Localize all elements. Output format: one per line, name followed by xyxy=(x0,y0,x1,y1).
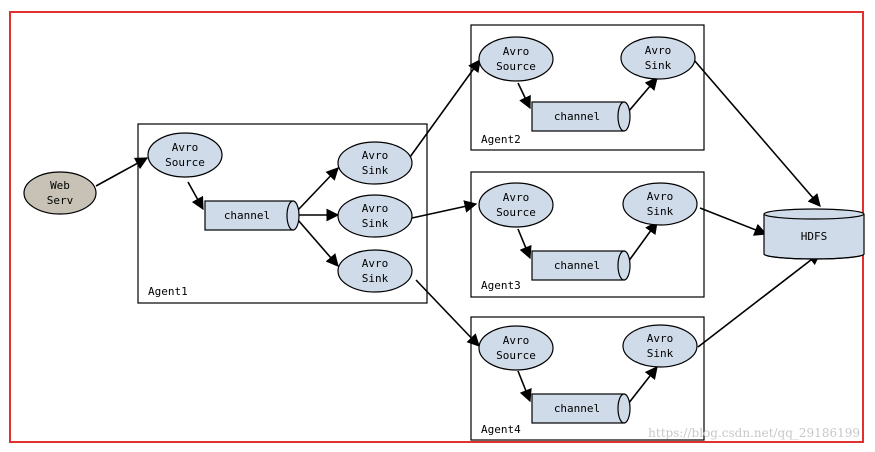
agent3-channel-node: channel xyxy=(531,250,631,281)
agent4-channel-label: channel xyxy=(554,402,600,415)
agent3-sink-line1: Avro xyxy=(647,190,674,203)
agent4-source-line1: Avro xyxy=(503,334,530,347)
hdfs-label: HDFS xyxy=(801,230,828,243)
agent1-sink3-line2: Sink xyxy=(362,272,389,285)
arrow-a3-sink-to-hdfs xyxy=(699,207,768,236)
agent4-label: Agent4 xyxy=(481,423,521,436)
agent2-source-line1: Avro xyxy=(503,45,530,58)
arrow-a1-channel-to-sink3 xyxy=(297,219,339,267)
agent3-source-node: Avro Source xyxy=(478,182,554,228)
agent4-sink-line1: Avro xyxy=(647,332,674,345)
arrow-a2-channel-to-sink xyxy=(627,77,658,113)
agent1-sink1-line2: Sink xyxy=(362,164,389,177)
agent2-sink-line1: Avro xyxy=(645,44,672,57)
agent2-source-line2: Source xyxy=(496,60,536,73)
agent2-sink-line2: Sink xyxy=(645,59,672,72)
agent4-box xyxy=(470,316,705,441)
arrow-a2-sink-to-hdfs xyxy=(693,59,821,207)
arrow-a1-source-to-channel xyxy=(187,181,204,211)
agent1-sink2-line2: Sink xyxy=(362,217,389,230)
web-serv-node: Web Serv xyxy=(23,171,97,215)
agent4-sink-node: Avro Sink xyxy=(622,324,698,368)
agent1-source-line2: Source xyxy=(165,156,205,169)
arrow-a1-channel-to-sink1 xyxy=(297,167,339,211)
arrow-a2-source-to-channel xyxy=(517,82,531,110)
watermark-text: https://blog.csdn.net/qq_29186199 xyxy=(648,426,860,440)
agent1-label: Agent1 xyxy=(148,285,188,298)
arrow-sink2-to-agent3 xyxy=(411,200,478,219)
arrow-a4-source-to-channel xyxy=(517,370,532,403)
agent2-channel-label: channel xyxy=(554,110,600,123)
agent4-channel-node: channel xyxy=(531,393,631,424)
agent3-source-line2: Source xyxy=(496,206,536,219)
agent1-sink2-node: Avro Sink xyxy=(337,194,413,238)
agent2-channel-node: channel xyxy=(531,101,631,132)
agent1-channel-node: channel xyxy=(204,200,300,231)
agent3-label: Agent3 xyxy=(481,279,521,292)
web-serv-label-line2: Serv xyxy=(47,194,74,207)
agent2-box xyxy=(470,24,705,151)
agent3-sink-line2: Sink xyxy=(647,205,674,218)
agent3-channel-label: channel xyxy=(554,259,600,272)
agent1-sink3-node: Avro Sink xyxy=(337,249,413,293)
agent1-sink3-line1: Avro xyxy=(362,257,389,270)
arrow-a3-channel-to-sink xyxy=(627,220,658,263)
outer-frame xyxy=(9,11,864,443)
agent1-sink1-line1: Avro xyxy=(362,149,389,162)
hdfs-node: HDFS xyxy=(763,208,865,260)
agent4-source-line2: Source xyxy=(496,349,536,362)
web-serv-label-line1: Web xyxy=(50,179,70,192)
agent2-label: Agent2 xyxy=(481,133,521,146)
agent4-sink-line2: Sink xyxy=(647,347,674,360)
flow-arrows xyxy=(95,58,822,405)
arrow-sink1-to-agent2 xyxy=(409,58,481,158)
arrow-sink3-to-agent4 xyxy=(415,279,480,347)
agent3-sink-node: Avro Sink xyxy=(622,182,698,226)
agent3-box xyxy=(470,171,705,298)
agent4-source-node: Avro Source xyxy=(478,325,554,371)
arrow-web-to-source xyxy=(95,157,149,187)
arrow-a4-channel-to-sink xyxy=(627,365,658,405)
agent1-source-node: Avro Source xyxy=(147,132,223,178)
arrow-a3-source-to-channel xyxy=(517,228,532,260)
agent1-source-line1: Avro xyxy=(172,141,199,154)
agent1-sink1-node: Avro Sink xyxy=(337,141,413,185)
agent2-sink-node: Avro Sink xyxy=(620,36,696,80)
agent1-channel-label: channel xyxy=(224,209,270,222)
agent2-source-node: Avro Source xyxy=(478,36,554,82)
agent3-source-line1: Avro xyxy=(503,191,530,204)
arrow-a4-sink-to-hdfs xyxy=(697,252,822,348)
agent1-sink2-line1: Avro xyxy=(362,202,389,215)
agent1-box xyxy=(137,123,428,304)
